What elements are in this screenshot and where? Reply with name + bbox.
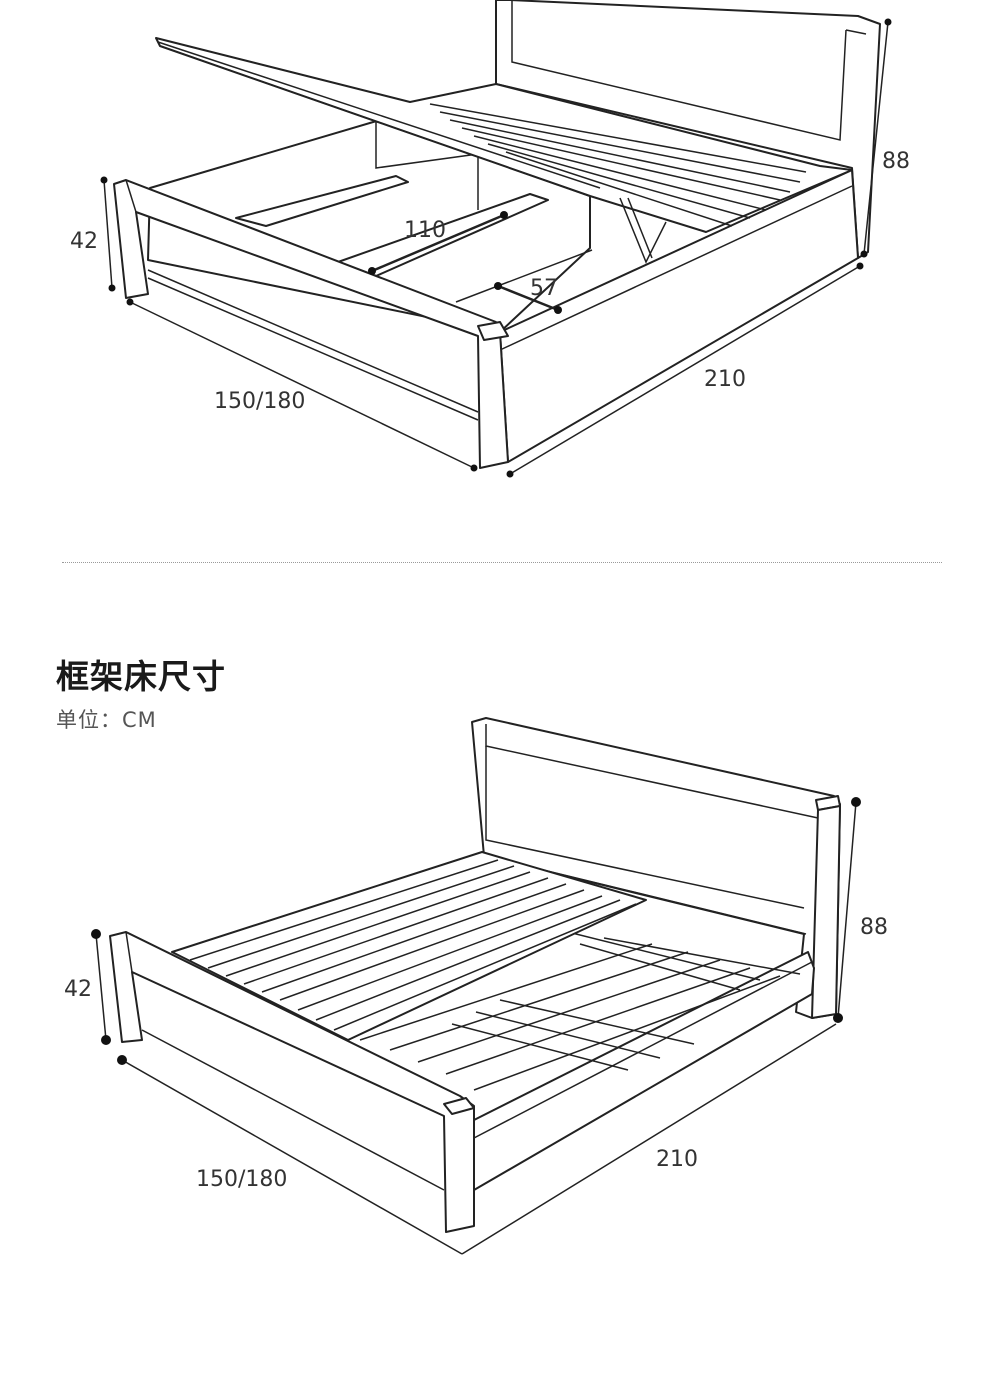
storage-bed-drawing bbox=[113, 0, 881, 469]
frame-bed-drawing bbox=[109, 717, 841, 1233]
frame-dimension-lines bbox=[91, 797, 861, 1255]
compartment-depth-label: 57 bbox=[530, 276, 558, 301]
frame-width-label: 150/180 bbox=[196, 1167, 287, 1192]
storage-footboard-height-label: 42 bbox=[70, 229, 98, 254]
compartment-width-label: 110 bbox=[404, 218, 446, 243]
frame-slats-rear bbox=[359, 929, 801, 1091]
frame-footboard-height-label: 42 bbox=[64, 977, 92, 1002]
gas-strut bbox=[619, 197, 667, 264]
frame-slats-top bbox=[189, 859, 637, 1031]
storage-length-label: 210 bbox=[704, 367, 746, 392]
frame-slat-board bbox=[171, 851, 647, 1041]
section-divider bbox=[62, 562, 942, 563]
storage-slats bbox=[429, 103, 807, 227]
frame-length-label: 210 bbox=[656, 1147, 698, 1172]
frame-headboard-height-label: 88 bbox=[860, 915, 888, 940]
storage-dimension-lines bbox=[100, 18, 892, 478]
unit-label: 单位：CM bbox=[56, 708, 157, 732]
storage-dividers bbox=[235, 175, 593, 303]
storage-headboard-height-label: 88 bbox=[882, 149, 910, 174]
storage-width-label: 150/180 bbox=[214, 389, 305, 414]
storage-headboard bbox=[495, 0, 881, 259]
frame-footboard bbox=[109, 931, 475, 1233]
page-title: 框架床尺寸 bbox=[56, 657, 226, 696]
